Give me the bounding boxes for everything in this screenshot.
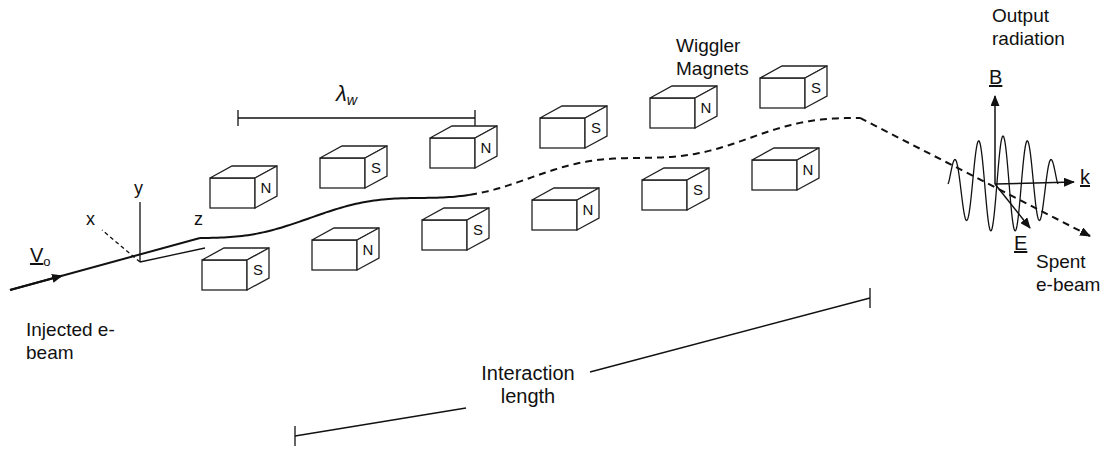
vector-label: E — [1014, 232, 1027, 255]
magnet-end — [467, 208, 489, 250]
magnet-block: N — [695, 86, 717, 128]
pole-letter: S — [805, 66, 827, 108]
x-axis — [102, 230, 140, 262]
magnet-end — [475, 126, 497, 168]
magnet-block: N — [357, 228, 379, 270]
beam-label: Spent e-beam — [1036, 250, 1102, 296]
magnet-side — [430, 138, 475, 168]
beam-arrow — [10, 276, 62, 290]
spent-beam — [860, 118, 1090, 236]
y-axis — [139, 202, 140, 262]
vector-label: k — [1080, 166, 1090, 189]
pole-letter: N — [695, 86, 717, 128]
magnet-side — [320, 158, 365, 188]
magnet-block: N — [255, 166, 277, 208]
magnet-block: S — [687, 168, 709, 210]
magnet-side — [202, 260, 247, 290]
magnet-block: N — [797, 148, 819, 190]
dimension-tick — [474, 110, 475, 126]
b-field-arrow — [994, 96, 996, 184]
beam-label: Injected e-beam — [26, 318, 116, 364]
axis-label: y — [134, 177, 143, 200]
dimension-tick — [869, 288, 870, 308]
magnet-block: S — [365, 146, 387, 188]
pole-letter: S — [687, 168, 709, 210]
magnet-block: N — [475, 126, 497, 168]
pole-letter: S — [467, 208, 489, 250]
magnet-end — [357, 228, 379, 270]
component-label: Wiggler Magnets — [676, 34, 760, 80]
magnet-end — [797, 148, 819, 190]
k-vector-arrow — [995, 182, 1074, 184]
magnet-end — [365, 146, 387, 188]
radiation-wave — [948, 136, 1058, 231]
magnet-end — [247, 248, 269, 290]
magnet-block: S — [247, 248, 269, 290]
dimension-line — [590, 298, 870, 372]
magnet-side — [760, 78, 805, 108]
magnet-block: S — [467, 208, 489, 250]
magnet-end — [805, 66, 827, 108]
dimension-line — [295, 408, 466, 436]
dimension-label: λw — [336, 82, 357, 112]
magnet-block: S — [805, 66, 827, 108]
magnet-block: N — [577, 188, 599, 230]
magnet-block: S — [585, 106, 607, 148]
pole-letter: N — [255, 166, 277, 208]
magnet-side — [540, 118, 585, 148]
pole-letter: S — [585, 106, 607, 148]
electron-beam — [10, 238, 200, 290]
pole-letter: N — [797, 148, 819, 190]
pole-letter: N — [475, 126, 497, 168]
dimension-label: Interaction length — [473, 362, 583, 408]
magnet-end — [585, 106, 607, 148]
magnet-side — [642, 180, 687, 210]
magnet-side — [210, 178, 255, 208]
pole-letter: N — [577, 188, 599, 230]
magnet-side — [422, 220, 467, 250]
pole-letter: N — [357, 228, 379, 270]
magnet-end — [687, 168, 709, 210]
magnet-side — [650, 98, 695, 128]
dimension-tick — [294, 426, 295, 446]
axis-label: x — [86, 208, 95, 231]
output-label: Output radiation — [992, 4, 1096, 50]
pole-letter: S — [247, 248, 269, 290]
magnet-end — [255, 166, 277, 208]
z-axis — [140, 248, 205, 262]
magnet-side — [752, 160, 797, 190]
pole-letter: S — [365, 146, 387, 188]
dimension-tick — [237, 110, 238, 126]
dimension-line — [238, 117, 475, 118]
axis-label: z — [194, 208, 203, 231]
magnet-side — [312, 240, 357, 270]
magnet-end — [695, 86, 717, 128]
velocity-label: Vo — [30, 244, 51, 273]
vector-label: B — [989, 66, 1002, 89]
magnet-side — [532, 200, 577, 230]
magnet-end — [577, 188, 599, 230]
